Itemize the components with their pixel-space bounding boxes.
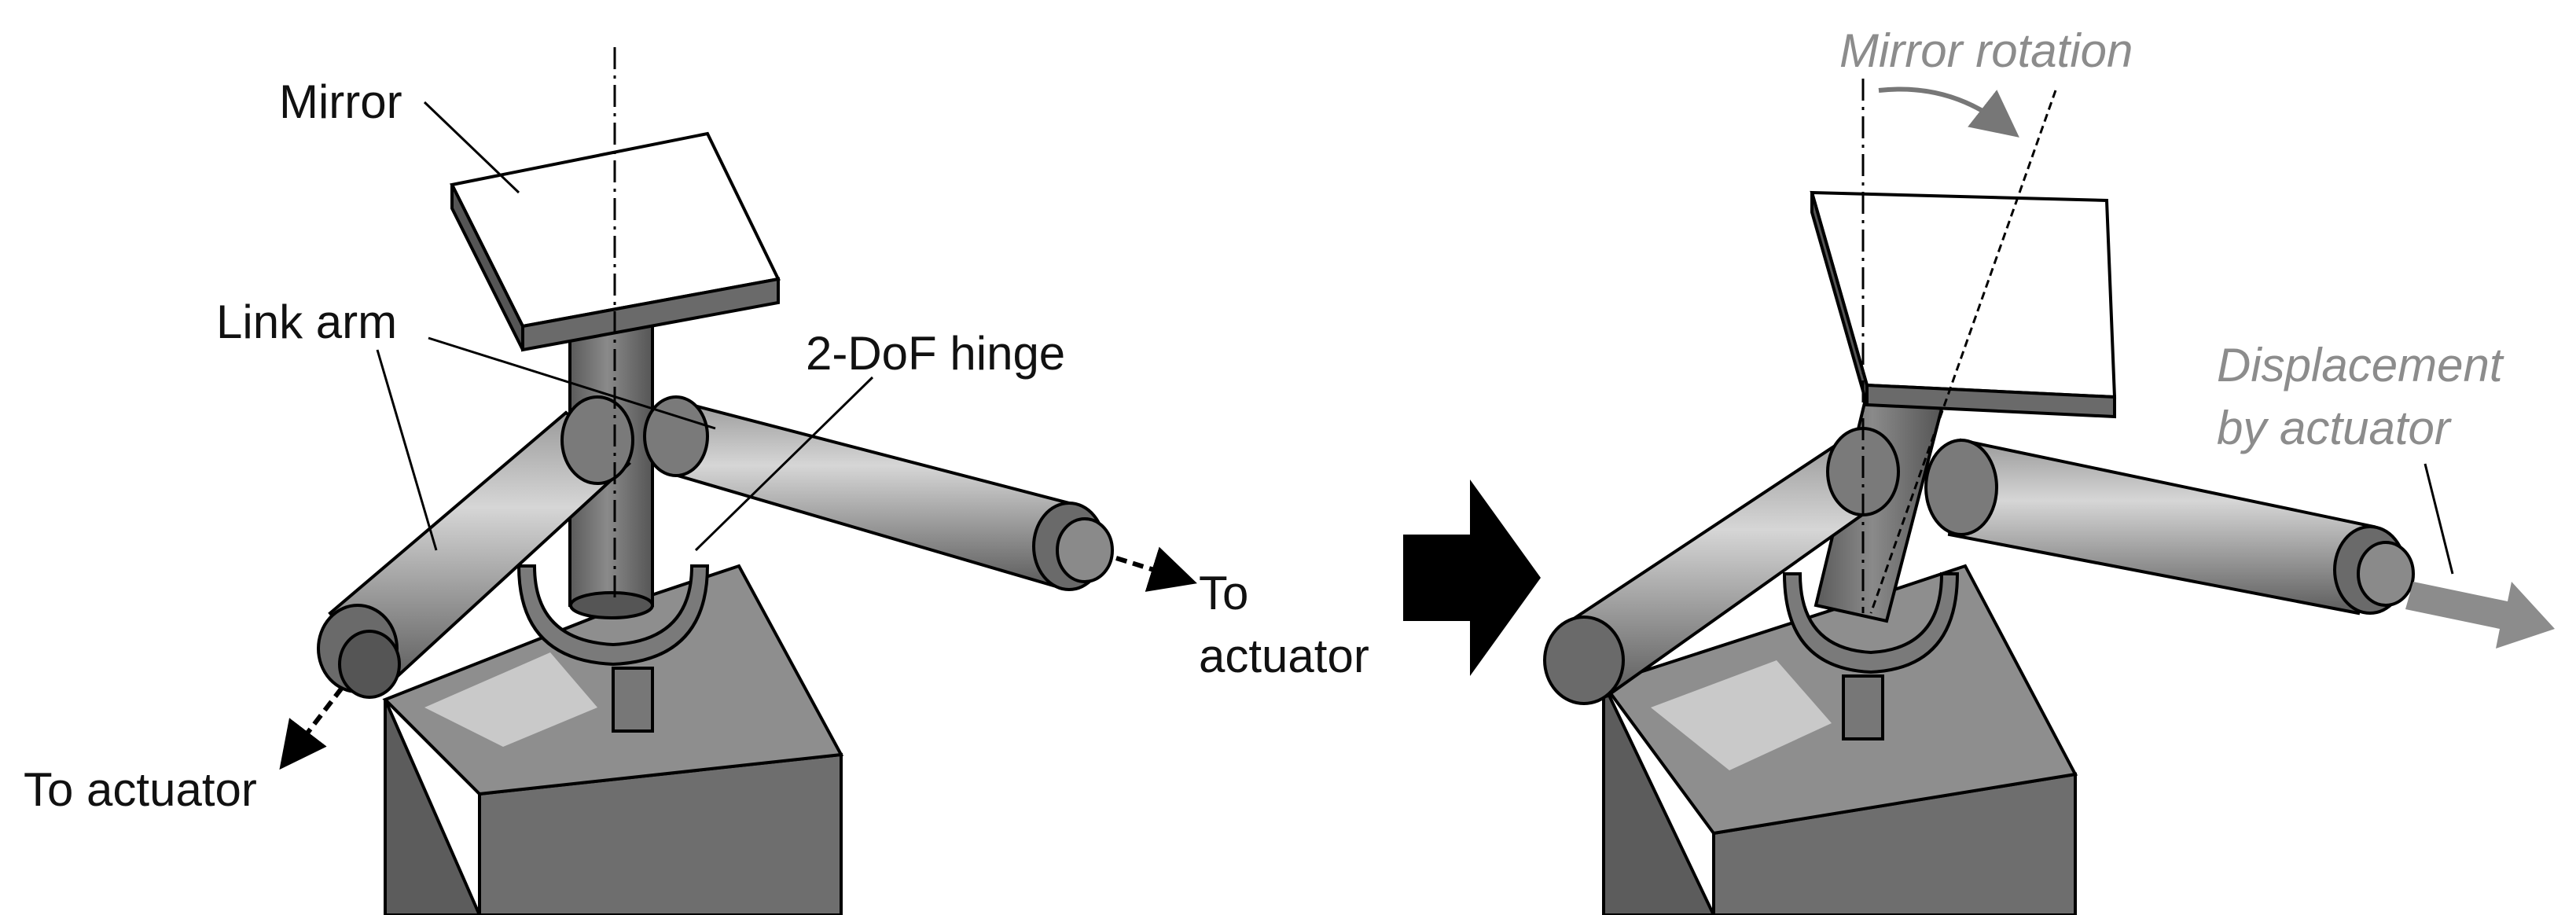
left-link-arm-left bbox=[317, 395, 634, 699]
label-displacement-line1: Displacement bbox=[2217, 339, 2504, 391]
right-rotated-axis-line bbox=[1869, 90, 2057, 614]
label-to-actuator-right-line1: To bbox=[1199, 567, 1248, 619]
label-to-actuator-right-line2: actuator bbox=[1199, 630, 1369, 682]
right-hinge-bracket bbox=[1782, 572, 1960, 740]
label-2dof-hinge: 2-DoF hinge bbox=[806, 327, 1065, 380]
left-leader-lines bbox=[376, 101, 874, 552]
label-mirror-rotation: Mirror rotation bbox=[1839, 24, 2133, 77]
left-assembly bbox=[317, 47, 1114, 915]
transition-arrow bbox=[1403, 480, 1541, 676]
label-to-actuator-left: To actuator bbox=[24, 763, 257, 816]
left-link-arm-right bbox=[643, 395, 1114, 591]
displacement-arrow bbox=[2405, 582, 2555, 649]
displacement-leader-line bbox=[2423, 463, 2454, 575]
label-mirror: Mirror bbox=[279, 75, 402, 128]
left-arrow-to-actuator-right bbox=[1115, 546, 1197, 592]
right-mirror-plate bbox=[1810, 190, 2117, 419]
label-link-arm: Link arm bbox=[216, 296, 397, 348]
left-mirror-plate bbox=[450, 131, 781, 352]
left-arrow-to-actuator-left bbox=[279, 686, 344, 770]
mirror-rotation-arrow bbox=[1878, 86, 2019, 138]
right-assembly bbox=[1543, 79, 2415, 915]
right-pedestal bbox=[1600, 564, 2078, 915]
right-link-arm-right bbox=[1924, 438, 2415, 616]
label-displacement-line2: by actuator bbox=[2217, 402, 2452, 454]
